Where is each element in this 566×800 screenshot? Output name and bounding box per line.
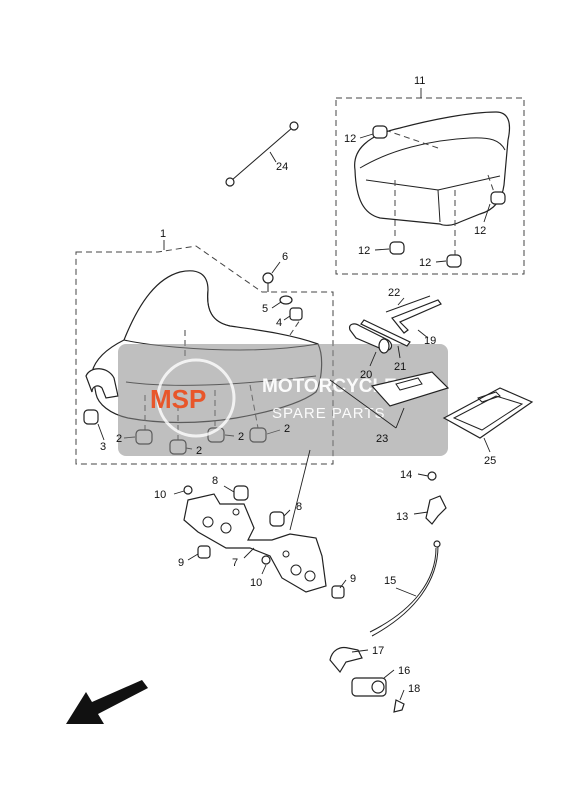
callout-13: 13 — [396, 511, 408, 523]
seat-front-hook[interactable] — [85, 368, 119, 399]
callout-18: 18 — [408, 683, 420, 695]
callout-labels: 1 2 2 2 2 3 4 5 6 7 8 8 9 9 10 10 11 12 … — [100, 75, 496, 695]
damper-12b[interactable] — [490, 191, 506, 205]
callout-24: 24 — [276, 161, 288, 173]
callout-6: 6 — [282, 251, 288, 263]
rear-seat-cover[interactable] — [354, 111, 511, 226]
callout-21: 21 — [394, 361, 406, 373]
callout-2a: 2 — [116, 433, 122, 445]
callout-2c: 2 — [238, 431, 244, 443]
callout-25: 25 — [484, 455, 496, 467]
callout-12a: 12 — [344, 133, 356, 145]
callout-5: 5 — [262, 303, 268, 315]
callout-17: 17 — [372, 645, 384, 657]
callout-3: 3 — [100, 441, 106, 453]
callout-8b: 8 — [296, 501, 302, 513]
callout-4: 4 — [276, 317, 282, 329]
damper-8a[interactable] — [233, 485, 249, 501]
callout-19: 19 — [424, 335, 436, 347]
callout-1: 1 — [160, 228, 166, 240]
callout-12b: 12 — [474, 225, 486, 237]
screw-10b[interactable] — [261, 555, 271, 565]
collar-4[interactable] — [289, 307, 303, 321]
watermark: MSP MOTORCYCLE SPARE PARTS — [118, 344, 448, 456]
callout-9a: 9 — [178, 557, 184, 569]
seat-lock-16[interactable] — [351, 677, 387, 697]
callout-23: 23 — [376, 433, 388, 445]
bracket-7[interactable] — [183, 493, 327, 593]
seat-cable-15[interactable] — [371, 545, 439, 637]
damper-8b[interactable] — [269, 511, 285, 527]
watermark-line2: SPARE PARTS — [272, 405, 386, 422]
callout-2b: 2 — [196, 445, 202, 457]
bolt-18[interactable] — [393, 699, 405, 713]
damper-12c[interactable] — [389, 241, 405, 255]
rear-seat-dashed-frame — [335, 97, 525, 275]
callout-10b: 10 — [250, 577, 262, 589]
collar-9a[interactable] — [197, 545, 211, 559]
nut-14[interactable] — [427, 471, 437, 481]
callout-11: 11 — [414, 75, 425, 87]
callout-12c: 12 — [358, 245, 370, 257]
washer-5[interactable] — [279, 295, 293, 305]
seat-wire-24[interactable] — [225, 121, 299, 187]
seat-brackets — [173, 449, 347, 599]
rear-seat-group — [335, 88, 525, 275]
bolt-6[interactable] — [262, 272, 274, 292]
callout-22: 22 — [388, 287, 400, 299]
front-arrow-icon — [66, 680, 148, 724]
callout-15: 15 — [384, 575, 396, 587]
callout-10a: 10 — [154, 489, 166, 501]
callout-20: 20 — [360, 369, 372, 381]
callout-12d: 12 — [419, 257, 431, 269]
tool-bag-23[interactable] — [370, 371, 450, 407]
lock-catch-13[interactable] — [425, 495, 447, 525]
callout-14: 14 — [400, 469, 412, 481]
callout-8a: 8 — [212, 475, 218, 487]
callout-7: 7 — [232, 557, 238, 569]
damper-12d[interactable] — [446, 254, 462, 268]
watermark-line1: MOTORCYCLE — [262, 376, 397, 397]
callout-16: 16 — [398, 665, 410, 677]
damper-3[interactable] — [83, 409, 99, 425]
screw-10a[interactable] — [183, 485, 193, 495]
seat-lock-assembly — [329, 471, 447, 713]
tool-rod-21[interactable] — [360, 319, 411, 347]
hex-wrench-19[interactable] — [391, 299, 442, 334]
lock-lever-17[interactable] — [329, 646, 363, 674]
callout-9b: 9 — [350, 573, 356, 585]
watermark-logo: MSP — [150, 384, 206, 414]
collar-9b[interactable] — [331, 585, 345, 599]
tool-kit — [329, 295, 534, 453]
damper-12a[interactable] — [372, 125, 388, 139]
owners-manual-25[interactable] — [442, 387, 534, 439]
tool-handle-20[interactable] — [349, 323, 393, 354]
callout-2d: 2 — [284, 423, 290, 435]
